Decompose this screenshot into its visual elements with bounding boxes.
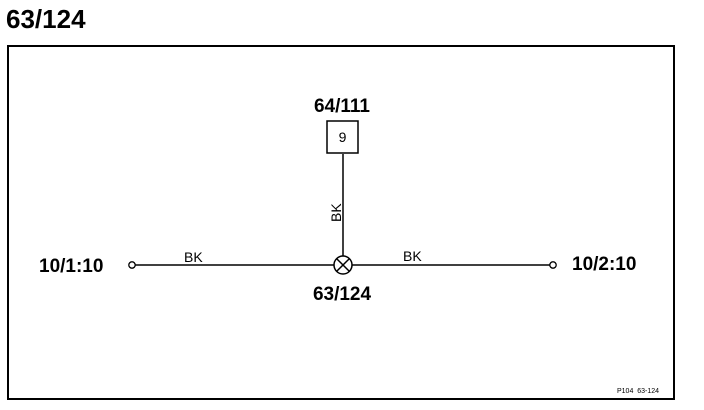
connector-pin-number: 9 (339, 129, 347, 145)
left-terminal-icon (128, 261, 136, 269)
wire-right-color: BK (403, 248, 422, 264)
page-title: 63/124 (6, 4, 86, 34)
right-terminal-icon (549, 261, 557, 269)
wire-vertical-color: BK (328, 203, 344, 222)
connector-box (326, 120, 359, 154)
right-terminal-label: 10/2:10 (572, 254, 636, 275)
wire-left-color: BK (184, 249, 203, 265)
splice-icon (333, 255, 353, 275)
left-terminal-label: 10/1:10 (39, 256, 103, 277)
diagram-reference: P104 63-124 (617, 388, 659, 395)
splice-label: 63/124 (313, 284, 372, 305)
connector-top-label: 64/111 (314, 96, 370, 117)
diagram-frame (7, 45, 675, 400)
